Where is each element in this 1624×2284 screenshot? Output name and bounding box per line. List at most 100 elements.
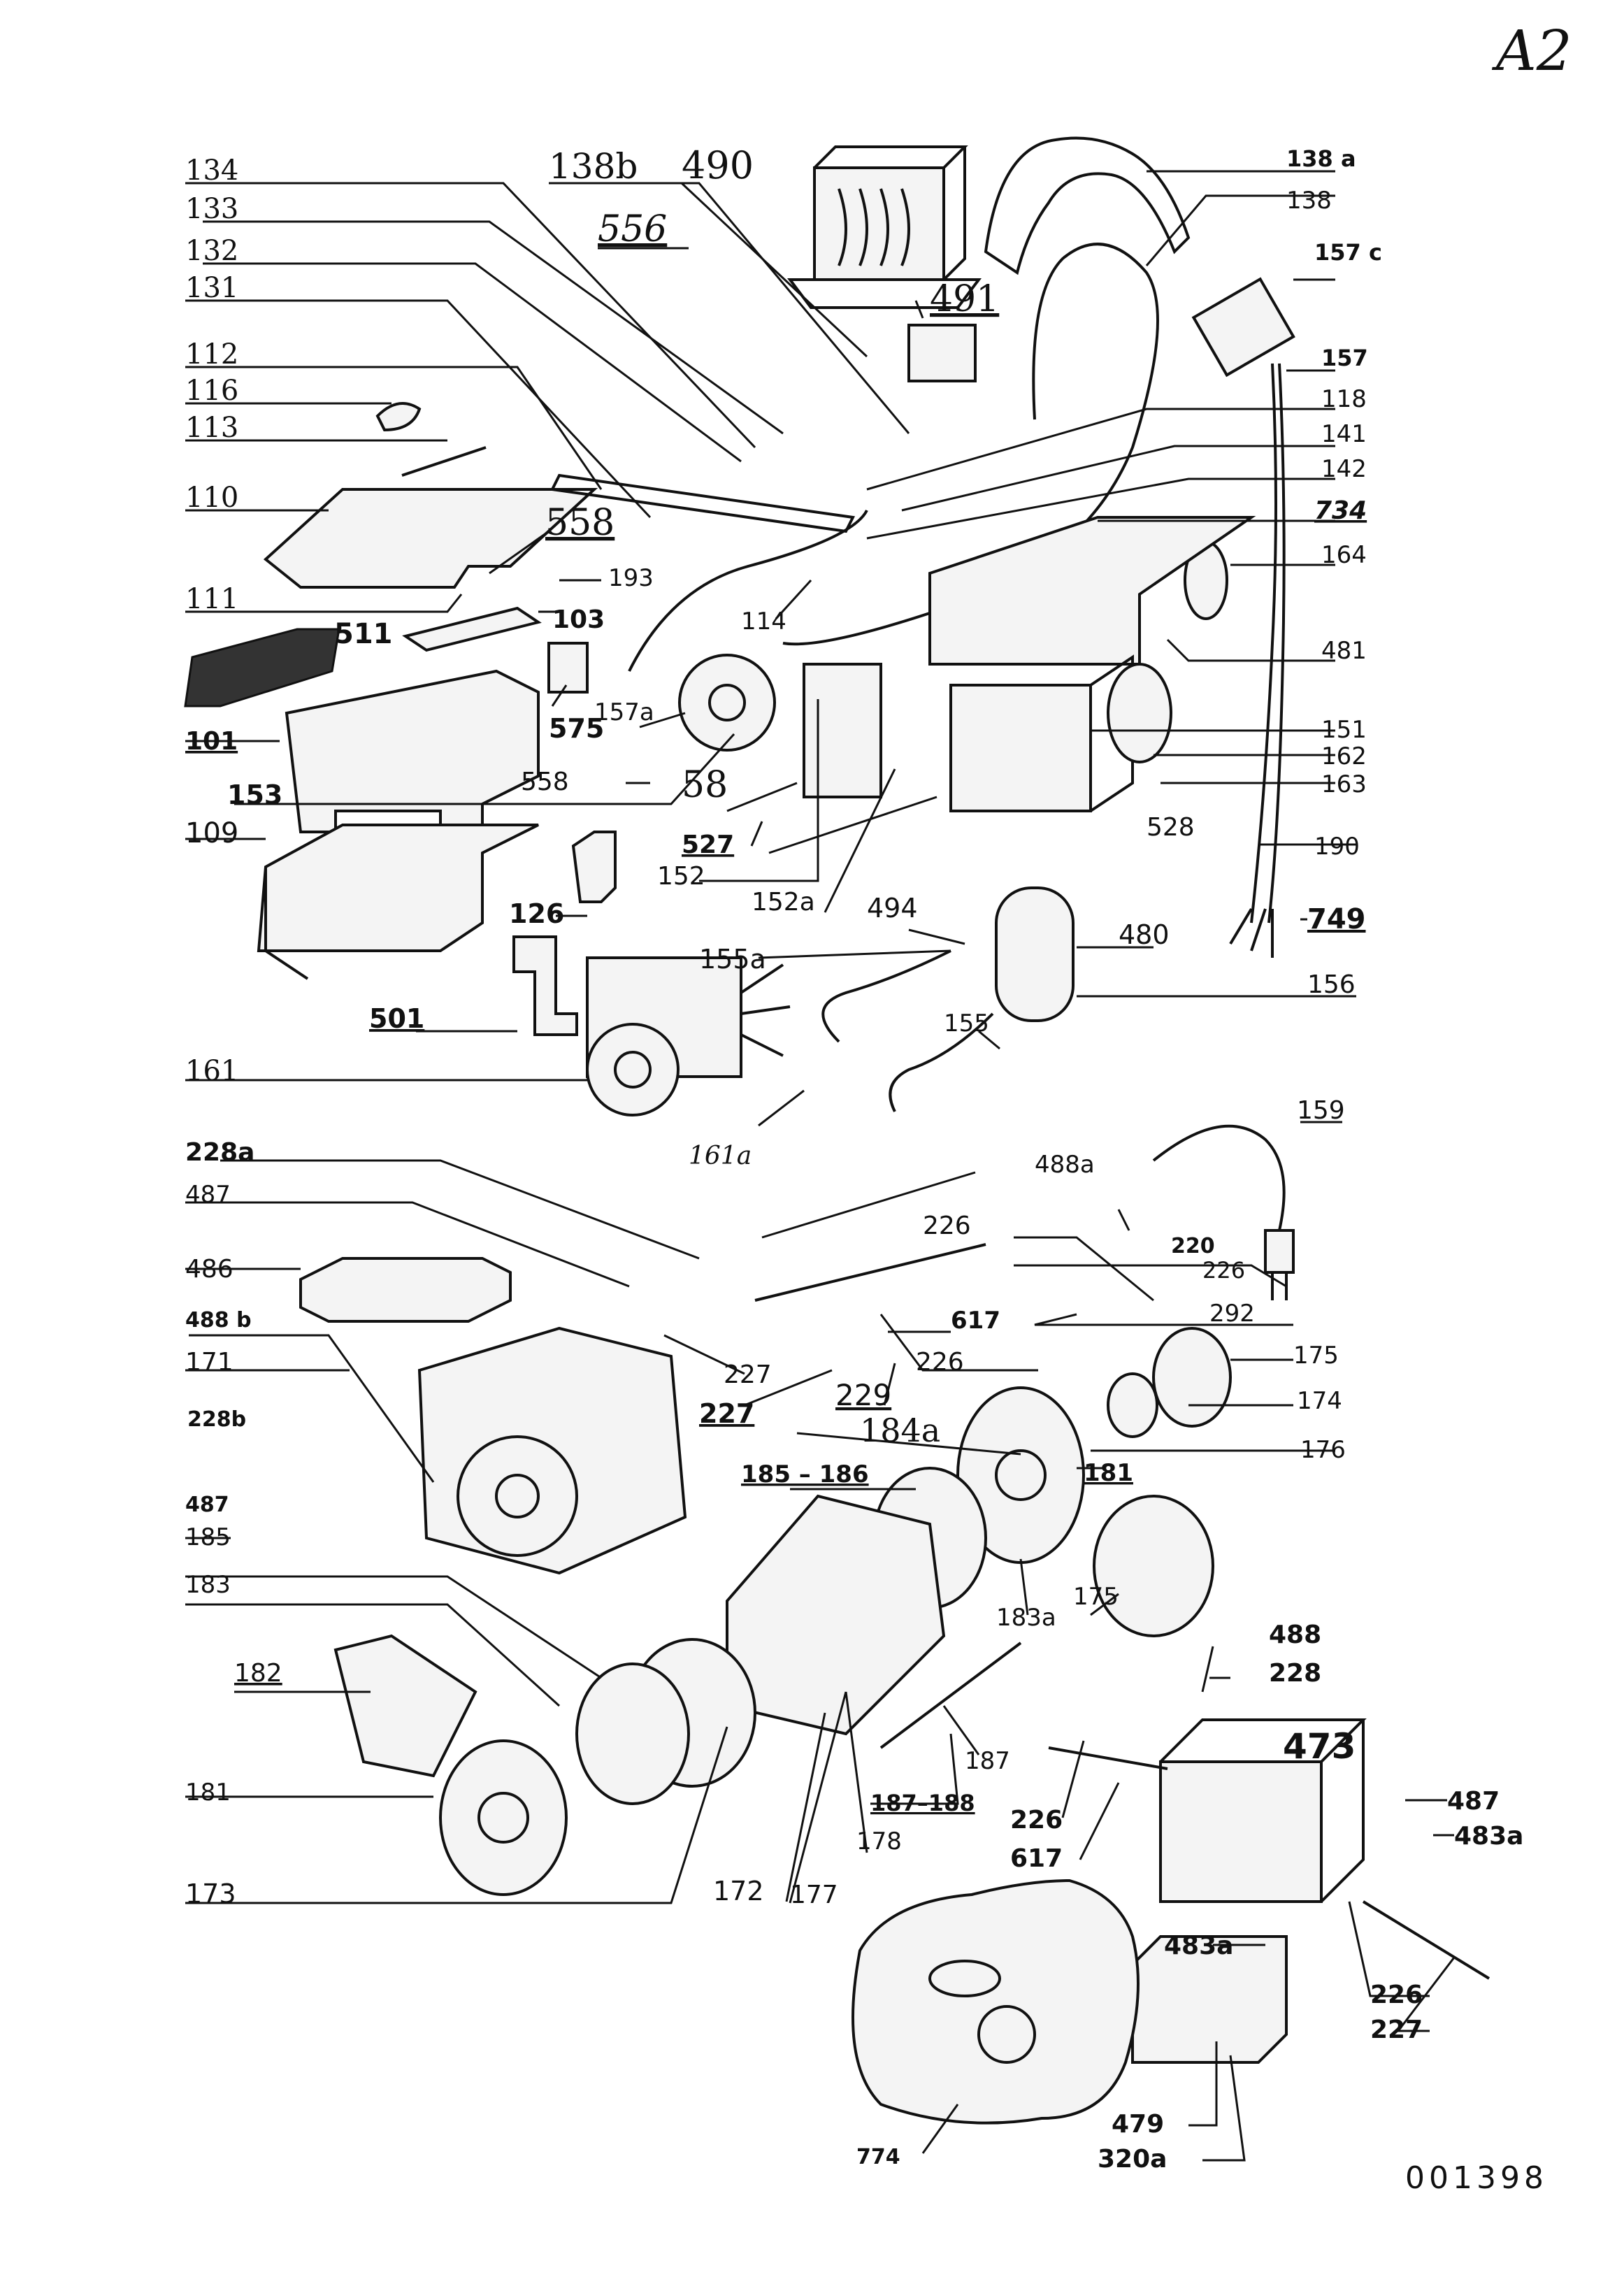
callout-175-a: 175 <box>1293 1342 1339 1370</box>
callout-112: 112 <box>185 338 238 371</box>
callout-184a: 184a <box>860 1412 940 1449</box>
callout-320a: 320a <box>1098 2145 1167 2174</box>
callout-161a: 161a <box>689 1142 752 1170</box>
pump-motor <box>1159 1760 1323 1903</box>
callout-749: 749 <box>1307 903 1366 935</box>
callout-617-a: 617 <box>951 1307 1000 1335</box>
fill-hose <box>628 510 868 672</box>
transformer-block <box>787 145 982 309</box>
dispenser-drawer <box>285 669 540 833</box>
mains-cable <box>1152 1124 1286 1231</box>
callout-181-a: 181 <box>1084 1459 1133 1487</box>
callout-178: 178 <box>856 1827 902 1855</box>
hose-bracket <box>984 136 1191 275</box>
belt-pulley <box>1107 1372 1158 1438</box>
motor-cover <box>851 1879 1140 2125</box>
callout-226-c: 226 <box>916 1348 964 1377</box>
motor-bracket <box>512 935 578 1036</box>
motor-stator <box>726 1494 946 1736</box>
callout-114: 114 <box>741 608 786 635</box>
sheet-code: A2 <box>1491 18 1572 83</box>
callout-157: 157 <box>1321 345 1368 371</box>
motor-crossbar <box>299 1257 512 1323</box>
motor-end-housing <box>417 1326 687 1575</box>
callout-527: 527 <box>682 831 734 859</box>
rotor-flange <box>575 1662 690 1805</box>
part-sketches <box>184 136 1490 2125</box>
callout-156: 156 <box>1307 970 1356 999</box>
callout-481: 481 <box>1321 637 1367 665</box>
callout-155a: 155a <box>699 944 766 975</box>
top-lid <box>263 488 598 589</box>
callout-488a: 488a <box>1035 1151 1095 1179</box>
shield-bracket <box>333 1634 477 1778</box>
wire-harness <box>821 949 994 1112</box>
callout-142: 142 <box>1321 455 1367 483</box>
callout-151: 151 <box>1321 716 1367 744</box>
eyelet-part <box>375 402 422 432</box>
detergent-grille <box>402 606 542 652</box>
callout-501: 501 <box>369 1003 424 1034</box>
callout-183a: 183a <box>996 1604 1056 1632</box>
callout-185-186: 185 – 186 <box>741 1460 869 1488</box>
callout-138a: 138 a <box>1286 145 1356 172</box>
callout-617-b: 617 <box>1010 1844 1063 1873</box>
callout-138: 138 <box>1286 187 1332 215</box>
callout-182: 182 <box>234 1659 282 1688</box>
callout-479: 479 <box>1112 2110 1164 2139</box>
callout-228a: 228a <box>185 1138 254 1167</box>
callout-558-mid: 558 <box>521 768 569 796</box>
motor-capacitor <box>995 886 1075 1022</box>
callout-226-a: 226 <box>923 1212 971 1240</box>
end-shield <box>439 1739 568 1896</box>
callout-157a: 157a <box>594 698 654 726</box>
drawing-number: 001398 <box>1405 2160 1548 2196</box>
callout-487-top: 487 <box>185 1181 231 1209</box>
callout-157c: 157 c <box>1314 239 1382 266</box>
callout-556: 556 <box>598 208 667 250</box>
callout-494: 494 <box>867 893 918 924</box>
callout-161: 161 <box>185 1055 238 1087</box>
callout-190: 190 <box>1314 833 1360 861</box>
callout-103: 103 <box>552 605 605 634</box>
callout-511: 511 <box>334 618 393 650</box>
callout-528: 528 <box>1147 813 1195 842</box>
callout-220: 220 <box>1171 1234 1215 1258</box>
callout-480: 480 <box>1119 919 1170 950</box>
callout-141: 141 <box>1321 420 1367 448</box>
callout-labels: 134 133 132 131 112 116 113 110 111 138b… <box>185 143 1523 2174</box>
callout-558-top: 558 <box>545 502 615 544</box>
callout-101: 101 <box>185 727 238 756</box>
callout-174: 174 <box>1297 1387 1342 1415</box>
relay-part <box>907 324 977 382</box>
callout-483a-right: 483a <box>1454 1822 1523 1851</box>
callout-126: 126 <box>509 898 564 929</box>
suppressor-box <box>1131 1935 1288 2064</box>
rod-part <box>401 446 487 477</box>
callout-226-e: 226 <box>1370 1981 1423 2009</box>
callout-113: 113 <box>185 412 238 444</box>
callout-134: 134 <box>185 155 238 187</box>
pressure-switch <box>678 654 776 752</box>
callout-155: 155 <box>944 1010 989 1037</box>
pulley-wheel <box>1152 1327 1232 1428</box>
long-rod <box>1362 1900 1490 1980</box>
switch-block <box>803 663 882 798</box>
callout-177: 177 <box>790 1881 838 1909</box>
callout-490: 490 <box>682 143 754 187</box>
cover-disc <box>1093 1495 1214 1637</box>
callout-152a: 152a <box>752 888 815 917</box>
callout-110: 110 <box>185 482 238 514</box>
motor-shaft <box>1048 1746 1168 1770</box>
callout-226-b: 226 <box>1202 1257 1245 1284</box>
dispenser-housing <box>257 824 539 952</box>
seal-pad <box>547 642 589 694</box>
callout-152: 152 <box>657 862 705 891</box>
callout-181-b: 181 <box>185 1779 231 1807</box>
callout-153: 153 <box>227 780 282 810</box>
callout-193: 193 <box>608 564 654 592</box>
callout-488: 488 <box>1269 1621 1321 1649</box>
drain-hose <box>782 243 1159 646</box>
callout-185: 185 <box>185 1523 231 1551</box>
callout-138b: 138b <box>549 146 638 187</box>
